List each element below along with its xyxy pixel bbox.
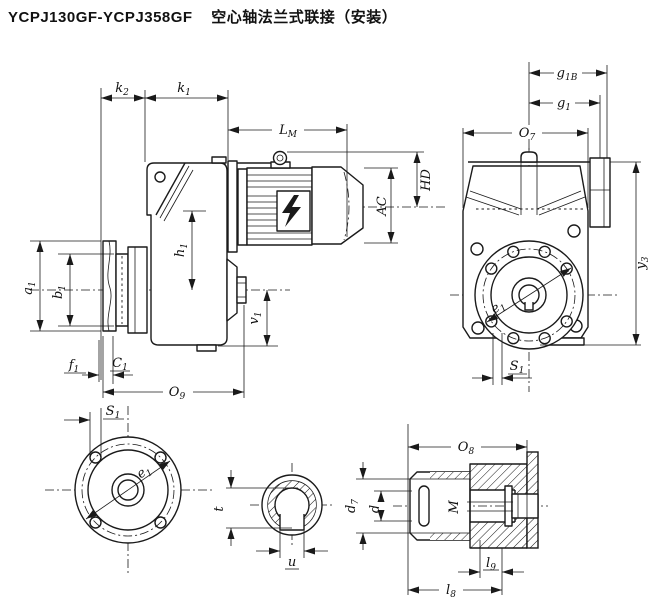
- front-dimensions: g1B g1 O7 y3 S1: [462, 62, 650, 385]
- gearbox-housing: [146, 162, 228, 346]
- fixing-screw: [511, 493, 539, 519]
- break-line: [107, 240, 112, 332]
- section-dimensions: t u: [212, 470, 328, 570]
- housing-foot: [196, 344, 217, 352]
- bolt-circle: [482, 248, 576, 342]
- flange-coupling-stack: [102, 240, 148, 334]
- dim-label-s1-flange: S1: [106, 404, 121, 421]
- dim-label-d: d: [368, 505, 383, 513]
- eyebolt-end-view: [520, 151, 538, 163]
- dim-label-f1: f1: [68, 358, 80, 375]
- dim-label-c1: C1: [112, 356, 128, 373]
- side-dimensions: k2 k1 LM AC HD h1 v1: [21, 81, 434, 402]
- bearing-cover: [226, 258, 238, 322]
- keyway-slot: [279, 514, 305, 531]
- dim-label-l9: l9: [486, 556, 496, 573]
- front-view: e1 g1B g1 O7 y3: [450, 62, 650, 392]
- housing-top-detail: [465, 162, 586, 216]
- dim-label-ac: AC: [375, 196, 390, 216]
- flange-bolt-circle: [81, 443, 175, 537]
- drawing-title: YCPJ130GF-YCPJ358GF 空心轴法兰式联接（安装）: [8, 9, 398, 26]
- terminal-box: [589, 157, 611, 228]
- hollow-shaft-detail-view: M O8 d7 d l9: [344, 424, 548, 600]
- dim-label-t: t: [212, 506, 227, 512]
- shaft-detail-dimensions: O8 d7 d l9 l8: [344, 424, 528, 600]
- lifting-hole: [154, 171, 166, 183]
- dim-label-o7: O7: [519, 126, 536, 143]
- housing-top-tab: [211, 156, 227, 164]
- dim-label-hd: HD: [419, 169, 434, 192]
- motor-flange: [237, 168, 248, 246]
- fan-cover: [311, 166, 364, 245]
- dim-label-h1: h1: [173, 243, 190, 257]
- dim-label-b1: b1: [51, 285, 68, 299]
- flange-face-view: e1 S1: [45, 404, 212, 574]
- dim-label-k1: k1: [177, 81, 191, 98]
- dim-label-o8: O8: [458, 440, 475, 457]
- side-view: k2 k1 LM AC HD h1 v1: [21, 81, 447, 402]
- fan-hidden-line: [343, 171, 350, 241]
- output-flange: e1: [474, 240, 584, 350]
- dim-label-o9: O9: [169, 385, 186, 402]
- lightning-bolt-icon: [282, 195, 301, 227]
- dim-label-g1b: g1B: [557, 66, 578, 83]
- dim-label-a1: a1: [21, 281, 38, 295]
- dim-label-v1: v1: [247, 311, 264, 324]
- dim-label-y3: y3: [634, 256, 650, 270]
- eyebolt-icon: [272, 150, 288, 166]
- keyway-notch: [524, 302, 534, 311]
- dim-label-d7: d7: [344, 499, 361, 513]
- dim-label-g1: g1: [557, 96, 571, 113]
- dim-label-lm: LM: [278, 123, 298, 140]
- dim-label-s1-front: S1: [510, 359, 525, 376]
- adapter-plate: [227, 160, 238, 253]
- dim-label-k2: k2: [115, 81, 129, 98]
- retaining-washer: [504, 485, 513, 527]
- dim-label-l8: l8: [446, 583, 456, 600]
- motor-fins: [247, 174, 312, 240]
- output-stub: [236, 276, 247, 304]
- dim-label-u: u: [288, 555, 296, 570]
- shaft-slot: [418, 485, 430, 527]
- dim-label-m: M: [447, 500, 462, 515]
- hollow-shaft-section-view: t u: [212, 463, 334, 570]
